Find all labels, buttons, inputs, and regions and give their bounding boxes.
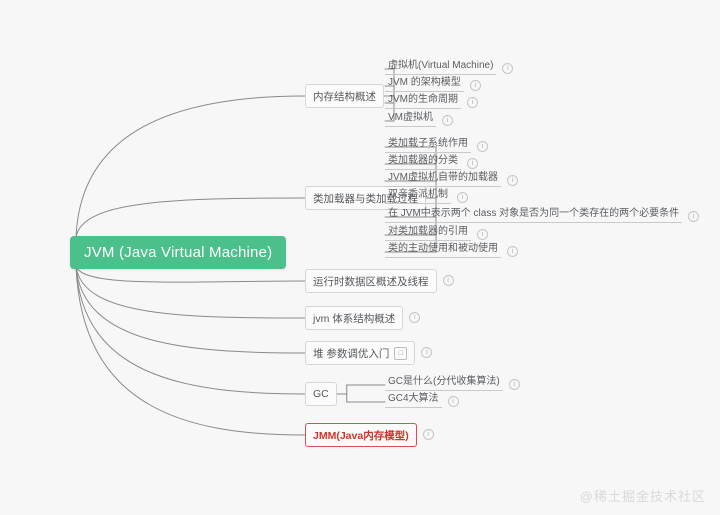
branch-node[interactable]: 堆 参数调优入门 □ xyxy=(305,341,416,365)
leaf-node[interactable]: GC4大算法 i xyxy=(385,390,459,408)
edge xyxy=(75,265,306,436)
note-badge-icon[interactable]: i xyxy=(467,97,478,108)
leaf-node-label: 在 JVM中表示两个 class 对象是否为同一个类存在的两个必要条件 xyxy=(385,208,683,223)
edge xyxy=(75,265,306,319)
leaf-node[interactable]: JVM 的架构模型 i xyxy=(385,74,481,92)
note-badge-icon[interactable]: i xyxy=(457,192,468,203)
leaf-node-label: 类加载器的分类 xyxy=(385,155,461,170)
note-badge-icon[interactable]: i xyxy=(447,396,459,407)
leaf-node[interactable]: 虚拟机(Virtual Machine) i xyxy=(385,57,514,75)
note-badge-icon[interactable]: i xyxy=(508,379,520,390)
edge xyxy=(75,265,306,395)
branch-node-wrapper: jvm 体系结构概述 i xyxy=(305,306,421,330)
edge xyxy=(75,197,306,239)
leaf-node-label: 对类加载器的引用 xyxy=(385,226,471,241)
leaf-node[interactable]: JVM虚拟机自带的加载器 i xyxy=(385,169,518,187)
note-badge-icon[interactable]: i xyxy=(469,80,481,91)
note-badge-icon[interactable]: i xyxy=(477,229,488,240)
edge xyxy=(75,265,306,354)
leaf-node-label: 类加载子系统作用 xyxy=(385,138,471,153)
branch-node[interactable]: 内存结构概述 xyxy=(305,84,384,108)
leaf-node-label: VM虚拟机 xyxy=(385,112,436,127)
leaf-node[interactable]: 对类加载器的引用 i xyxy=(385,223,488,241)
branch-node-label: 运行时数据区概述及线程 xyxy=(313,275,429,288)
note-badge-icon[interactable]: i xyxy=(442,275,454,286)
branch-node-wrapper: 运行时数据区概述及线程 i xyxy=(305,269,454,293)
root-node-label: JVM (Java Virtual Machine) xyxy=(84,244,273,261)
branch-node-wrapper: GC xyxy=(305,382,337,406)
branch-node[interactable]: JMM(Java内存模型) xyxy=(305,423,417,447)
branch-node-wrapper: 堆 参数调优入门 □ i xyxy=(305,341,433,365)
note-badge-icon[interactable]: i xyxy=(502,63,514,74)
branch-node[interactable]: jvm 体系结构概述 xyxy=(305,306,404,330)
leaf-node-label: JVM的生命周期 xyxy=(385,94,461,109)
note-badge-icon[interactable]: i xyxy=(409,312,421,323)
branch-node-wrapper: 类加载器与类加载过程 xyxy=(305,186,426,210)
branch-node-label: GC xyxy=(313,388,329,400)
branch-node[interactable]: GC xyxy=(305,382,337,406)
branch-node[interactable]: 类加载器与类加载过程 xyxy=(305,186,426,210)
leaf-node[interactable]: VM虚拟机 i xyxy=(385,109,453,127)
leaf-node[interactable]: JVM的生命周期 i xyxy=(385,91,478,109)
leaf-node-label: 双亲委派机制 xyxy=(385,189,451,204)
leaf-node-label: 虚拟机(Virtual Machine) xyxy=(385,60,497,75)
attachment-icon[interactable]: □ xyxy=(394,346,408,360)
branch-node-wrapper: JMM(Java内存模型) i xyxy=(305,423,434,447)
branch-node-label: jvm 体系结构概述 xyxy=(313,312,396,325)
note-badge-icon[interactable]: i xyxy=(507,246,518,257)
leaf-node[interactable]: 在 JVM中表示两个 class 对象是否为同一个类存在的两个必要条件 i xyxy=(385,205,700,223)
leaf-node-label: 类的主动使用和被动使用 xyxy=(385,243,501,258)
edge xyxy=(75,95,306,239)
branch-node-wrapper: 内存结构概述 xyxy=(305,84,384,108)
note-badge-icon[interactable]: i xyxy=(477,141,488,152)
leaf-node-label: GC是什么(分代收集算法) xyxy=(385,376,503,391)
watermark: @稀土掘金技术社区 xyxy=(579,489,706,504)
leaf-node[interactable]: 类的主动使用和被动使用 i xyxy=(385,240,518,258)
root-node[interactable]: JVM (Java Virtual Machine) xyxy=(70,236,287,269)
branch-node[interactable]: 运行时数据区概述及线程 xyxy=(305,269,437,293)
note-badge-icon[interactable]: i xyxy=(422,429,434,440)
note-badge-icon[interactable]: i xyxy=(467,158,478,169)
note-badge-icon[interactable]: i xyxy=(688,211,700,222)
leaf-node[interactable]: GC是什么(分代收集算法) i xyxy=(385,373,520,391)
leaf-node[interactable]: 类加载子系统作用 i xyxy=(385,135,488,153)
note-badge-icon[interactable]: i xyxy=(507,175,518,186)
branch-node-label: 内存结构概述 xyxy=(313,90,376,103)
leaf-node[interactable]: 类加载器的分类 i xyxy=(385,152,478,170)
branch-node-label: JMM(Java内存模型) xyxy=(313,429,409,442)
note-badge-icon[interactable]: i xyxy=(421,347,433,358)
leaf-node-label: JVM虚拟机自带的加载器 xyxy=(385,172,501,187)
leaf-node-label: GC4大算法 xyxy=(385,393,442,408)
leaf-node[interactable]: 双亲委派机制 i xyxy=(385,186,468,204)
note-badge-icon[interactable]: i xyxy=(442,115,453,126)
leaf-node-label: JVM 的架构模型 xyxy=(385,77,464,92)
branch-node-label: 类加载器与类加载过程 xyxy=(313,192,418,205)
branch-node-label: 堆 参数调优入门 xyxy=(313,347,390,360)
